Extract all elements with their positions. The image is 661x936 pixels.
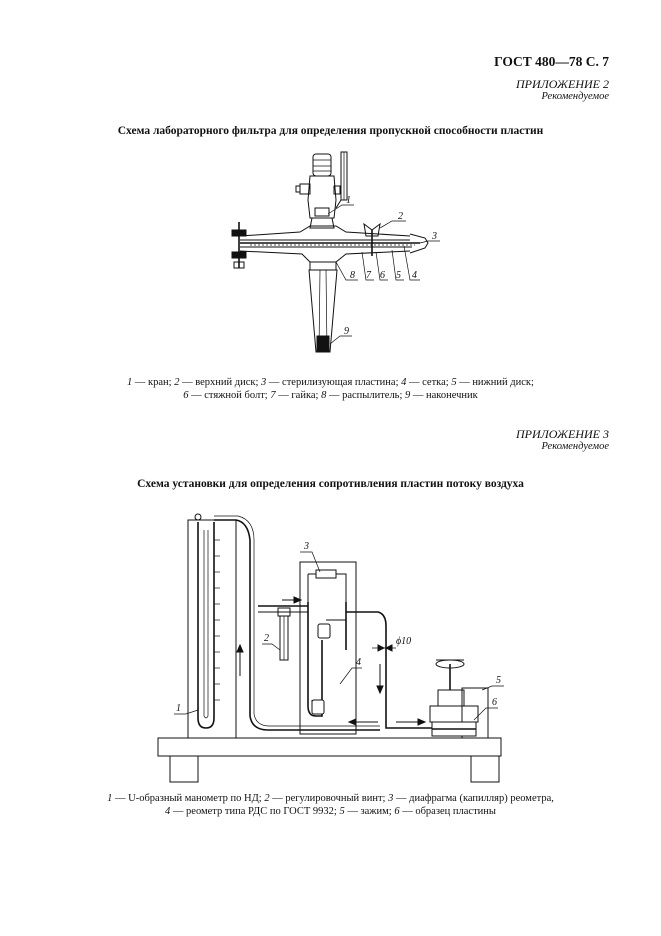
legend-item: 6 — образец пластины [394,806,496,817]
callout-5: 5 [396,270,401,281]
legend-item: 2 — верхний диск; [174,377,262,388]
callout-4: 4 [412,270,417,281]
legend-item: 8 — распылитель; [321,390,406,401]
callout-9: 9 [344,326,349,337]
callout-7: 7 [366,270,372,281]
callout-3: 3 [431,231,437,242]
legend-item: 5 — нижний диск; [451,377,534,388]
appendix-3-label: ПРИЛОЖЕНИЕ 3 [516,427,609,441]
figure-1-title: Схема лабораторного фильтра для определе… [117,125,544,137]
legend-item: 5 — зажим; [339,806,395,817]
callout-1: 1 [176,703,181,714]
callout-1: 1 [346,195,351,206]
legend-item: 9 — наконечник [405,390,478,401]
dimension-label: ϕ10 [396,636,411,647]
legend-item: 4 — реометр типа РДС по ГОСТ 9932; [165,806,340,817]
figure-2-legend: 1 — U-образный манометр по НД; 2 — регул… [60,792,601,818]
legend-item: 3 — стерилизующая пластина; [261,377,402,388]
callout-5: 5 [496,675,501,686]
page-header: ГОСТ 480—78 С. 7 [494,54,609,69]
legend-item: 1 — кран; [127,377,175,388]
legend-item: 6 — стяжной болт; [183,390,271,401]
callout-6: 6 [380,270,385,281]
callout-8: 8 [350,270,355,281]
callout-4: 4 [356,657,361,668]
appendix-3-status: Рекомендуемое [541,441,609,452]
legend-item: 1 — U-образный манометр по НД; [107,793,265,804]
legend-item: 4 — сетка; [401,377,452,388]
appendix-2-status: Рекомендуемое [541,91,609,102]
legend-item: 2 — регулировочный винт; [264,793,389,804]
callout-2: 2 [264,633,269,644]
figure-2-title: Схема установки для определения сопротив… [137,478,524,490]
legend-item: 7 — гайка; [270,390,322,401]
figure-1-legend: 1 — кран; 2 — верхний диск; 3 — стерилиз… [60,376,601,402]
legend-item: 3 — диафрагма (капилляр) реометра, [388,793,554,804]
appendix-2-label: ПРИЛОЖЕНИЕ 2 [516,77,609,91]
callout-3: 3 [303,541,309,552]
callout-6: 6 [492,697,497,708]
setup-diagram: ϕ10 1 2 3 4 5 6 [157,513,504,783]
callout-2: 2 [398,211,403,222]
filter-diagram: 1 2 3 4 5 6 7 8 9 [231,151,440,353]
